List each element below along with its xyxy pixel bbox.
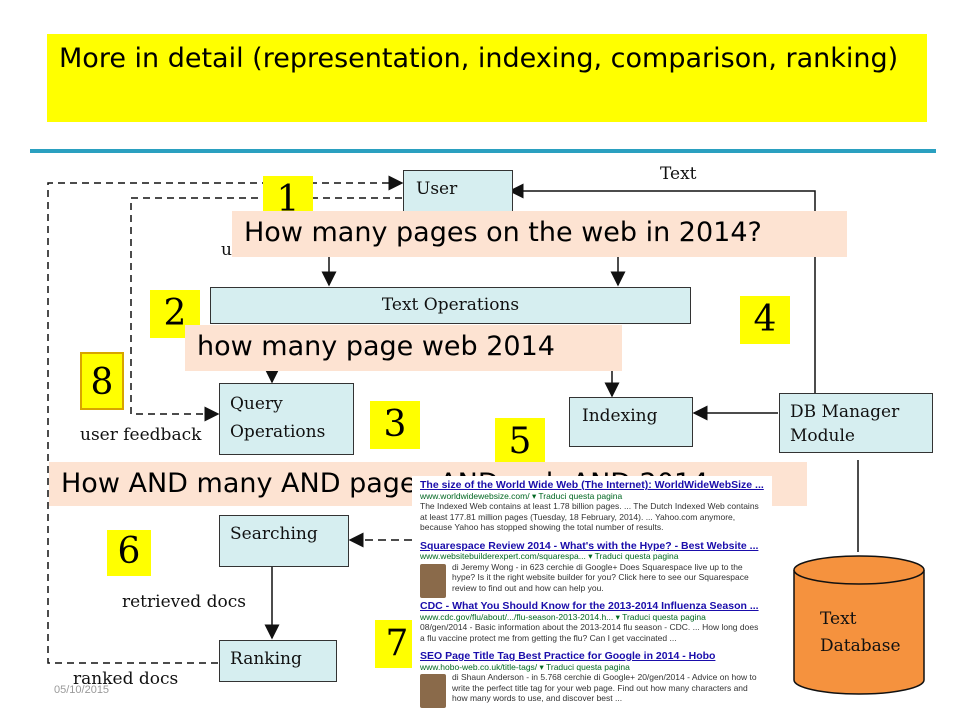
step-number-3: 3 <box>370 401 420 449</box>
result-title[interactable]: Squarespace Review 2014 - What's with th… <box>420 539 759 552</box>
partial-label: u <box>221 240 232 260</box>
text-database-label: Text Database <box>820 609 901 656</box>
step-number-8: 8 <box>80 352 124 410</box>
result-snippet: 08/gen/2014 - Basic information about th… <box>420 622 759 643</box>
step-number-5: 5 <box>495 418 545 466</box>
author-avatar <box>420 563 446 598</box>
searching-label: Searching <box>230 524 318 544</box>
search-result[interactable]: CDC - What You Should Know for the 2013-… <box>420 601 764 643</box>
search-result[interactable]: The size of the World Wide Web (The Inte… <box>420 480 764 533</box>
slide-title: More in detail (representation, indexing… <box>47 34 927 122</box>
ranking-box: Ranking <box>219 640 337 682</box>
searching-box: Searching <box>219 515 349 567</box>
keywords-overlay: how many page web 2014 <box>185 325 622 371</box>
result-title[interactable]: The size of the World Wide Web (The Inte… <box>420 479 764 491</box>
search-result[interactable]: SEO Page Title Tag Best Practice for Goo… <box>420 650 764 708</box>
ranking-label: Ranking <box>230 649 302 669</box>
db-manager-box: DB Manager Module <box>779 393 933 453</box>
title-divider <box>30 149 936 153</box>
result-url: www.websitebuilderexpert.com/squarespa..… <box>420 551 679 561</box>
step-number-4: 4 <box>740 296 790 344</box>
indexing-box: Indexing <box>569 397 693 447</box>
text-operations-box: Text Operations <box>210 287 691 324</box>
user-feedback-label: user feedback <box>80 425 202 445</box>
retrieved-docs-label: retrieved docs <box>122 592 246 612</box>
user-label: User <box>416 179 458 199</box>
result-snippet: The Indexed Web contains at least 1.78 b… <box>420 501 759 532</box>
author-avatar <box>420 674 446 708</box>
step-number-6: 6 <box>107 530 151 576</box>
search-result[interactable]: Squarespace Review 2014 - What's with th… <box>420 539 764 598</box>
search-results-panel: The size of the World Wide Web (The Inte… <box>412 476 772 720</box>
indexing-label: Indexing <box>582 406 658 426</box>
text-database-cylinder <box>793 555 925 695</box>
result-url: www.hobo-web.co.uk/title-tags/ ▾ Traduci… <box>420 661 630 672</box>
db-manager-label: DB Manager Module <box>790 402 900 446</box>
query-operations-label: Query Operations <box>230 394 326 442</box>
result-url: www.worldwidewebsize.com/ ▾ Traduci ques… <box>420 490 623 501</box>
ranked-docs-label: ranked docs <box>73 669 179 689</box>
result-snippet: di Jeremy Wong - in 623 cerchie di Googl… <box>452 561 749 593</box>
result-title[interactable]: SEO Page Title Tag Best Practice for Goo… <box>420 650 716 662</box>
slide-date: 05/10/2015 <box>54 684 110 696</box>
result-url: www.cdc.gov/flu/about/.../flu-season-201… <box>420 611 706 622</box>
step-number-7: 7 <box>375 620 419 668</box>
text-operations-label: Text Operations <box>381 295 520 315</box>
question-overlay: How many pages on the web in 2014? <box>232 211 847 257</box>
text-flow-label: Text <box>660 164 697 184</box>
result-snippet: di Shaun Anderson - in 5.768 cerchie di … <box>452 672 757 703</box>
query-operations-box: Query Operations <box>219 383 354 455</box>
result-title[interactable]: CDC - What You Should Know for the 2013-… <box>420 600 759 612</box>
